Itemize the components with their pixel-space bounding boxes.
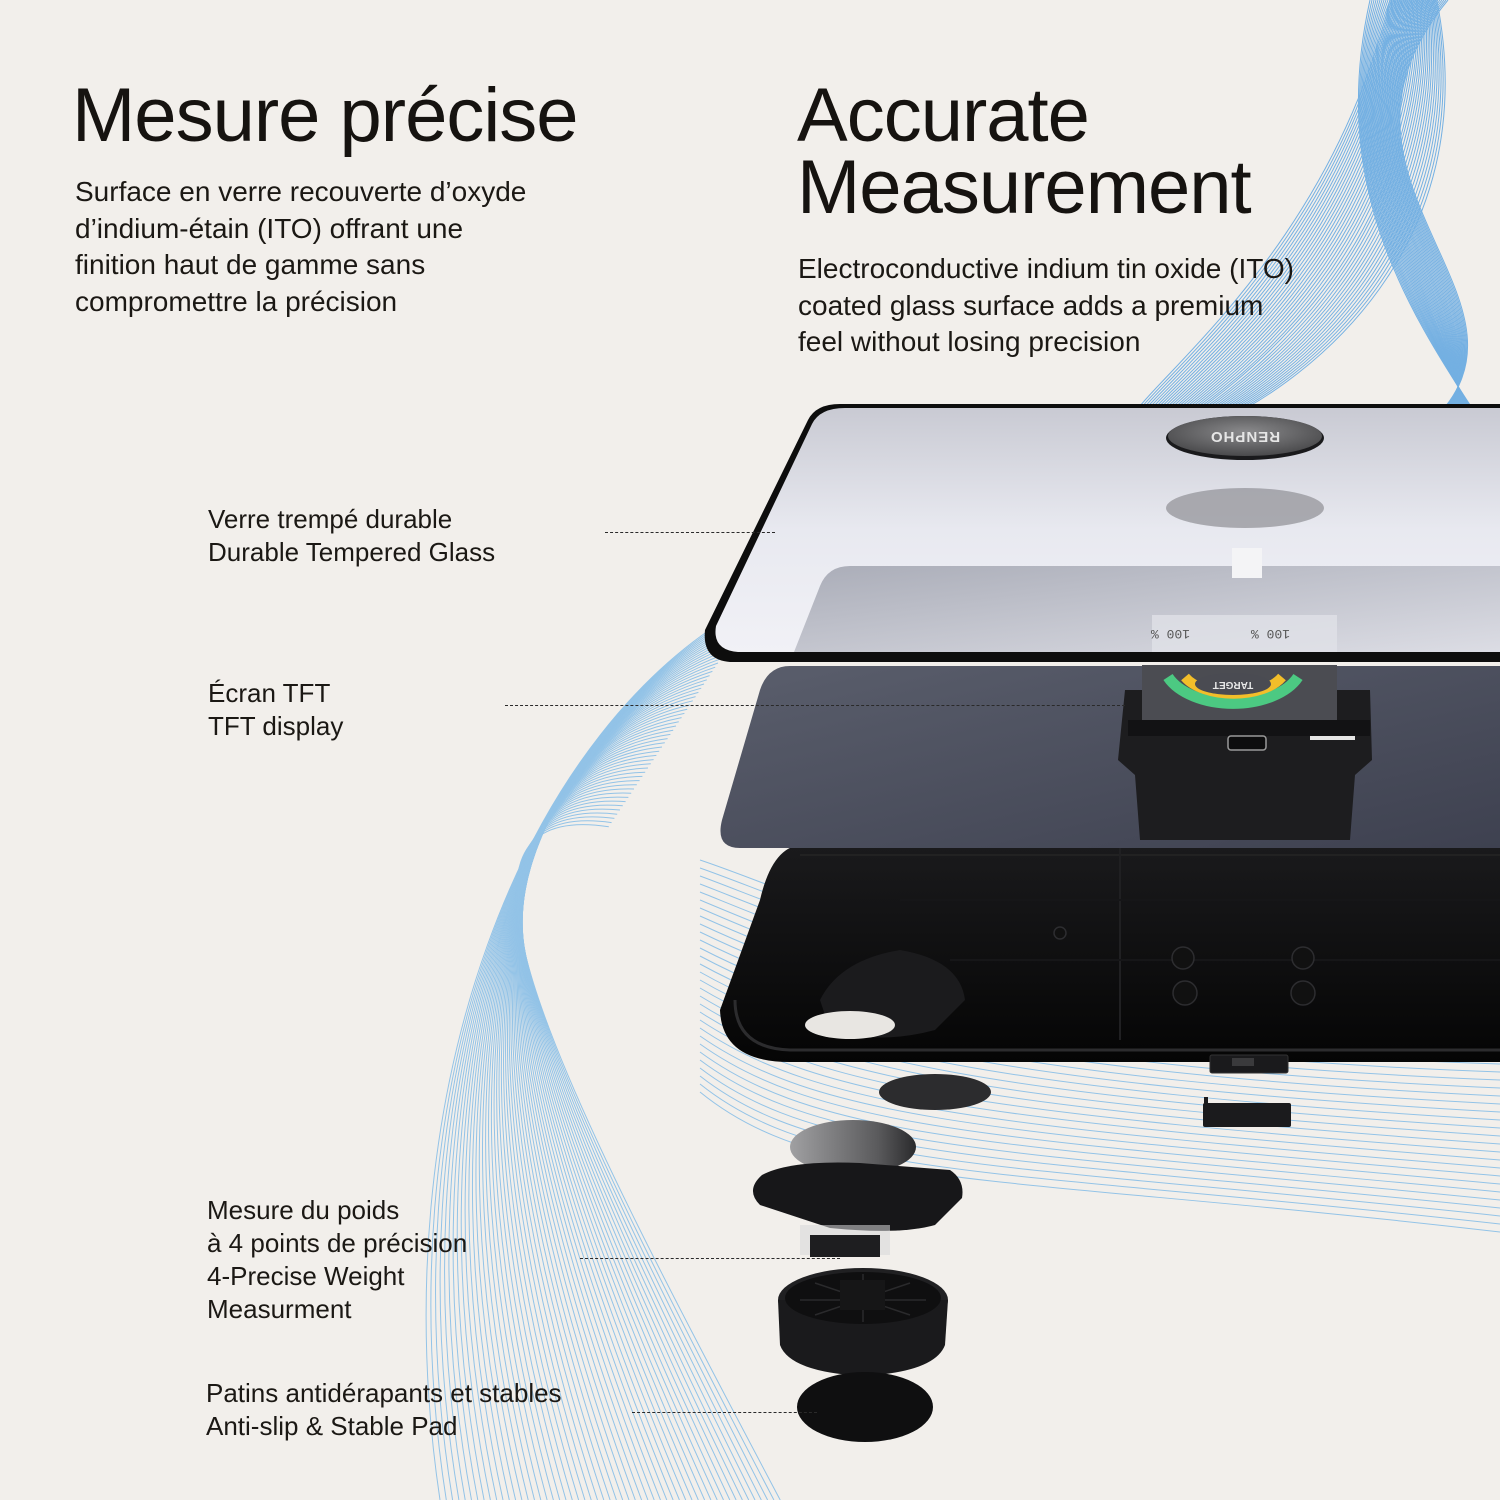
renpho-logo: RENPHO bbox=[1210, 428, 1280, 445]
callout-line-fr: Mesure du poids bbox=[207, 1195, 400, 1225]
scale-base-shell bbox=[720, 845, 1500, 1074]
english-desc-line: Electroconductive indium tin oxide (ITO) bbox=[798, 253, 1294, 284]
callout-anti-slip-pad: Patins antidérapants et stables Anti-sli… bbox=[206, 1377, 562, 1443]
callout-leader-display bbox=[505, 705, 1125, 706]
french-description: Surface en verre recouverte d’oxyde d’in… bbox=[75, 174, 675, 320]
battery-cover bbox=[1203, 1103, 1291, 1127]
callout-leader-weight bbox=[580, 1258, 840, 1259]
french-desc-line: d’indium-étain (ITO) offrant une bbox=[75, 212, 464, 244]
callout-line-en: Anti-slip & Stable Pad bbox=[206, 1411, 458, 1441]
english-description: Electroconductive indium tin oxide (ITO)… bbox=[798, 251, 1418, 361]
callout-leader-pad bbox=[632, 1412, 817, 1413]
tft-display-module: TARGET bbox=[1118, 665, 1372, 840]
tempered-glass: 100 % 100 % RENPHO bbox=[704, 404, 1500, 662]
english-title-line: Accurate bbox=[797, 73, 1090, 158]
readout-left: 100 % bbox=[1151, 626, 1190, 641]
french-desc-line: finition haut de gamme sans bbox=[75, 249, 426, 280]
readout-right: 100 % bbox=[1251, 626, 1290, 641]
target-label: TARGET bbox=[1213, 679, 1253, 690]
callout-line-en: 4-Precise Weight bbox=[207, 1261, 405, 1291]
english-desc-line: coated glass surface adds a premium bbox=[798, 289, 1264, 321]
english-title-line: Measurement bbox=[797, 145, 1252, 230]
english-title: Accurate Measurement bbox=[797, 73, 1252, 230]
callout-line-en: Measurment bbox=[207, 1294, 352, 1324]
callout-weight-sensors: Mesure du poids à 4 points de précision … bbox=[207, 1194, 467, 1326]
callout-line-fr: Écran TFT bbox=[208, 678, 331, 708]
ito-plate bbox=[720, 666, 1500, 848]
french-desc-line: compromettre la précision bbox=[75, 285, 398, 317]
callout-line-en: Durable Tempered Glass bbox=[208, 537, 496, 567]
callout-tempered-glass: Verre trempé durable Durable Tempered Gl… bbox=[208, 503, 495, 569]
callout-line-en: TFT display bbox=[208, 711, 344, 741]
callout-tft-display: Écran TFT TFT display bbox=[208, 677, 343, 743]
base-foot bbox=[879, 1074, 991, 1110]
french-title: Mesure précise bbox=[72, 73, 579, 158]
anti-slip-pad bbox=[797, 1372, 933, 1442]
callout-line-fr: à 4 points de précision bbox=[207, 1228, 468, 1258]
french-desc-line: Surface en verre recouverte d’oxyde bbox=[75, 176, 527, 207]
callout-line-fr: Patins antidérapants et stables bbox=[206, 1378, 562, 1408]
english-desc-line: feel without losing precision bbox=[798, 326, 1141, 357]
target-ring-icon bbox=[1163, 673, 1303, 709]
callout-line-fr: Verre trempé durable bbox=[208, 504, 453, 534]
callout-leader-glass bbox=[605, 532, 775, 533]
load-cell-assembly bbox=[752, 1120, 963, 1376]
